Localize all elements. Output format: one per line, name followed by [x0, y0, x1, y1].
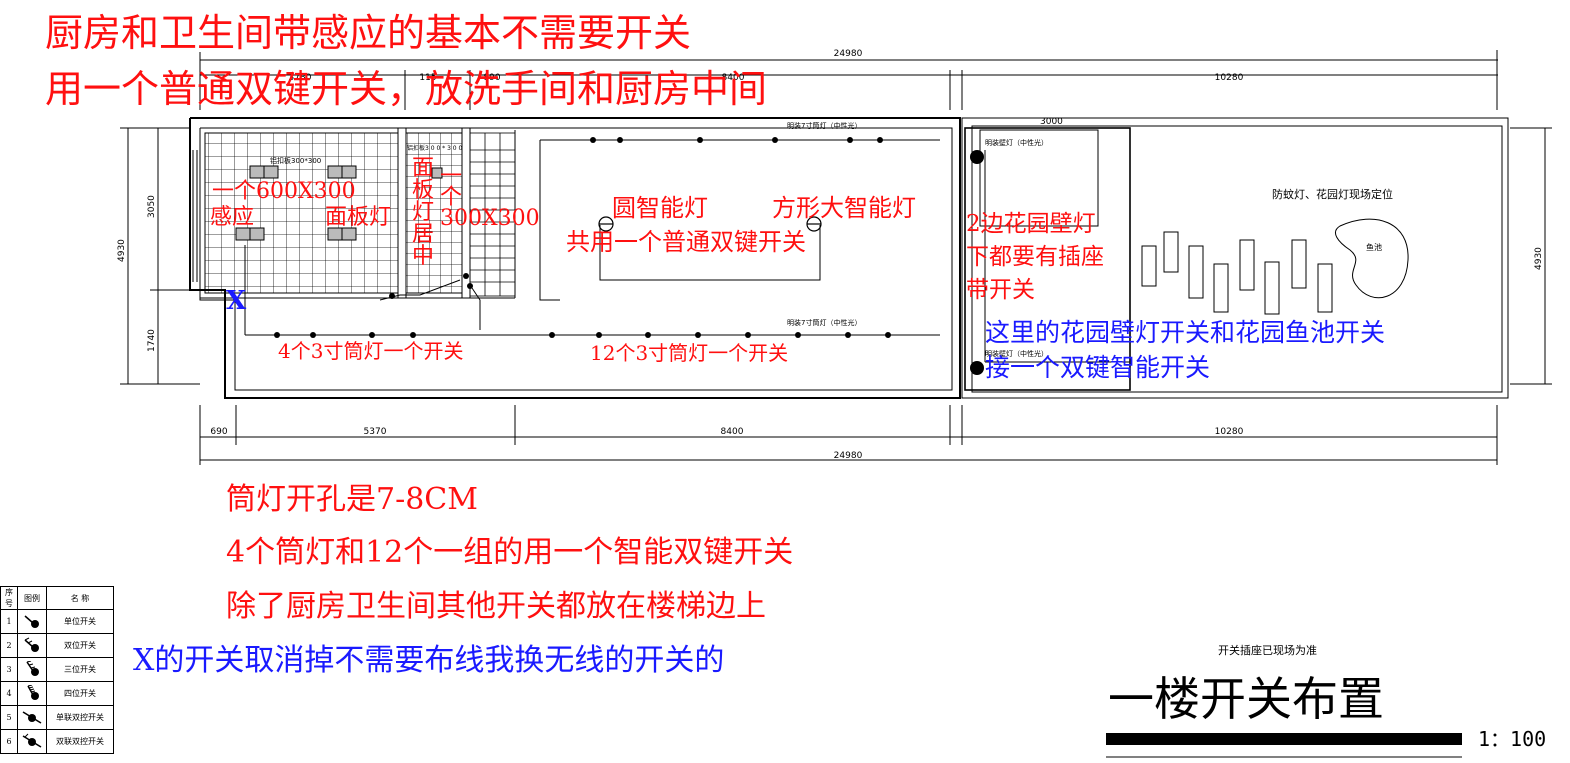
label-wall-lamp-top: 明装壁灯（中性光） [985, 138, 1048, 147]
note-garden-wall-1: 2边花园壁灯 [966, 211, 1096, 237]
garden-lights [1141, 218, 1409, 315]
note-line-2: 用一个普通双键开关，放洗手间和厨房中间 [45, 67, 768, 111]
kitchen-ceiling-grid [204, 132, 399, 294]
legend-row-no: 2 [0, 633, 18, 658]
staircase [469, 132, 516, 297]
legend-row-no: 1 [0, 609, 18, 634]
garden-wall-lamps [970, 150, 984, 375]
label-fish-pond: 鱼池 [1366, 242, 1382, 252]
bottom-dimension-lines [199, 405, 1498, 465]
note-garden-wall-2: 下都要有插座 [966, 244, 1104, 270]
legend-row-name: 三位开关 [46, 657, 114, 682]
legend-row-name: 双联双控开关 [46, 729, 114, 754]
dim-bottom-3: 8400 [721, 427, 744, 437]
legend-row-name: 四位开关 [46, 681, 114, 706]
double-two-way-switch-icon [17, 729, 47, 754]
dim-top-1: 3780 [289, 73, 312, 83]
smart-lights [598, 216, 822, 232]
legend-row-name: 单位开关 [46, 609, 114, 634]
note-stair-switch: 除了厨房卫生间其他开关都放在楼梯边上 [226, 589, 766, 624]
legend-header-symbol: 图例 [17, 586, 47, 610]
note-hole-size: 筒灯开孔是7-8CM [226, 482, 478, 517]
legend-header-name: 名 称 [46, 586, 114, 610]
dim-left-total: 4930 [117, 239, 127, 262]
note-group-switch: 4个筒灯和12个一组的用一个智能双键开关 [226, 535, 794, 570]
dim-top-total: 24980 [834, 49, 863, 59]
legend-row-name: 单联双控开关 [46, 705, 114, 730]
label-garden-width: 3000 [1040, 117, 1063, 127]
label-wall-lamp-bottom: 明装壁灯（中性光） [985, 349, 1048, 358]
downlight-dots [274, 137, 891, 338]
note-round-light: 圆智能灯 [612, 194, 708, 222]
note-garden-switch-2: 接一个双键智能开关 [985, 353, 1211, 382]
legend-row-no: 3 [0, 657, 18, 682]
triple-switch-icon [17, 657, 47, 682]
note-downlight-4: 4个3寸筒灯一个开关 [278, 339, 464, 363]
legend-row-no: 4 [0, 681, 18, 706]
legend-row-no: 5 [0, 705, 18, 730]
x-mark: X [226, 286, 247, 316]
legend-row-name: 双位开关 [46, 633, 114, 658]
title-bar [1106, 733, 1462, 745]
note-kitchen-size: 一个600X300 [212, 179, 356, 204]
single-two-way-switch-icon [17, 705, 47, 730]
panel-lights [235, 165, 443, 241]
label-kitchen-ceiling: 铝扣板300*300 [270, 156, 321, 165]
dim-top-5: 10280 [1215, 73, 1244, 83]
right-dimension-lines [1510, 127, 1552, 385]
drawing-scale: 1：100 [1478, 727, 1547, 751]
left-dimension-lines [120, 127, 200, 385]
label-downlight-bottom: 明装7寸筒灯（中性光） [787, 318, 861, 327]
quad-switch-icon [17, 681, 47, 706]
note-garden-wall-3: 带开关 [966, 277, 1035, 303]
drawing-title: 一楼开关布置 [1108, 672, 1384, 726]
note-toilet-panel: 面板灯居中 [412, 156, 435, 269]
dim-left-lower: 1740 [147, 329, 157, 352]
single-switch-icon [17, 609, 47, 634]
title-note: 开关插座已现场为准 [1218, 644, 1317, 657]
dim-top-3: 890 [483, 73, 500, 83]
dim-bottom-4: 10280 [1215, 427, 1244, 437]
dim-right-total: 4930 [1534, 247, 1544, 270]
legend-table: 序号 图例 名 称 1 单位开关 2 双位开关 3 三位开关 4 四位开关 5 … [0, 586, 114, 754]
dim-left-upper: 3050 [147, 195, 157, 218]
note-sensor: 感应 [210, 205, 255, 230]
label-toilet-ceiling: 铝扣板3 0 0 * 3 0 0 [407, 144, 463, 152]
note-line-1: 厨房和卫生间带感应的基本不需要开关 [45, 11, 692, 55]
note-garden-switch-1: 这里的花园壁灯开关和花园鱼池开关 [985, 318, 1386, 347]
legend-row-no: 6 [0, 729, 18, 754]
double-switch-icon [17, 633, 47, 658]
note-wireless-switch: X的开关取消掉不需要布线我换无线的开关的 [133, 643, 725, 678]
note-panel-light: 面板灯 [325, 205, 392, 230]
dim-bottom-1: 690 [210, 427, 227, 437]
label-garden-note: 防蚊灯、花园灯现场定位 [1272, 187, 1393, 201]
note-square-light: 方形大智能灯 [772, 194, 916, 222]
dim-bottom-2: 5370 [364, 427, 387, 437]
dim-top-4: 8400 [722, 73, 745, 83]
note-shared-switch: 共用一个普通双键开关 [566, 228, 806, 256]
wiring [244, 139, 1130, 363]
dim-bottom-total: 24980 [834, 451, 863, 461]
toilet-ceiling-grid [405, 132, 463, 294]
label-downlight-top: 明装7寸筒灯（中性光） [787, 121, 861, 130]
note-toilet-size: 一个300X300 [440, 164, 540, 231]
dim-top-2: 115 [419, 73, 436, 83]
legend-header-no: 序号 [0, 586, 18, 610]
note-downlight-12: 12个3寸筒灯一个开关 [590, 341, 789, 365]
top-dimension-lines [199, 50, 1498, 110]
